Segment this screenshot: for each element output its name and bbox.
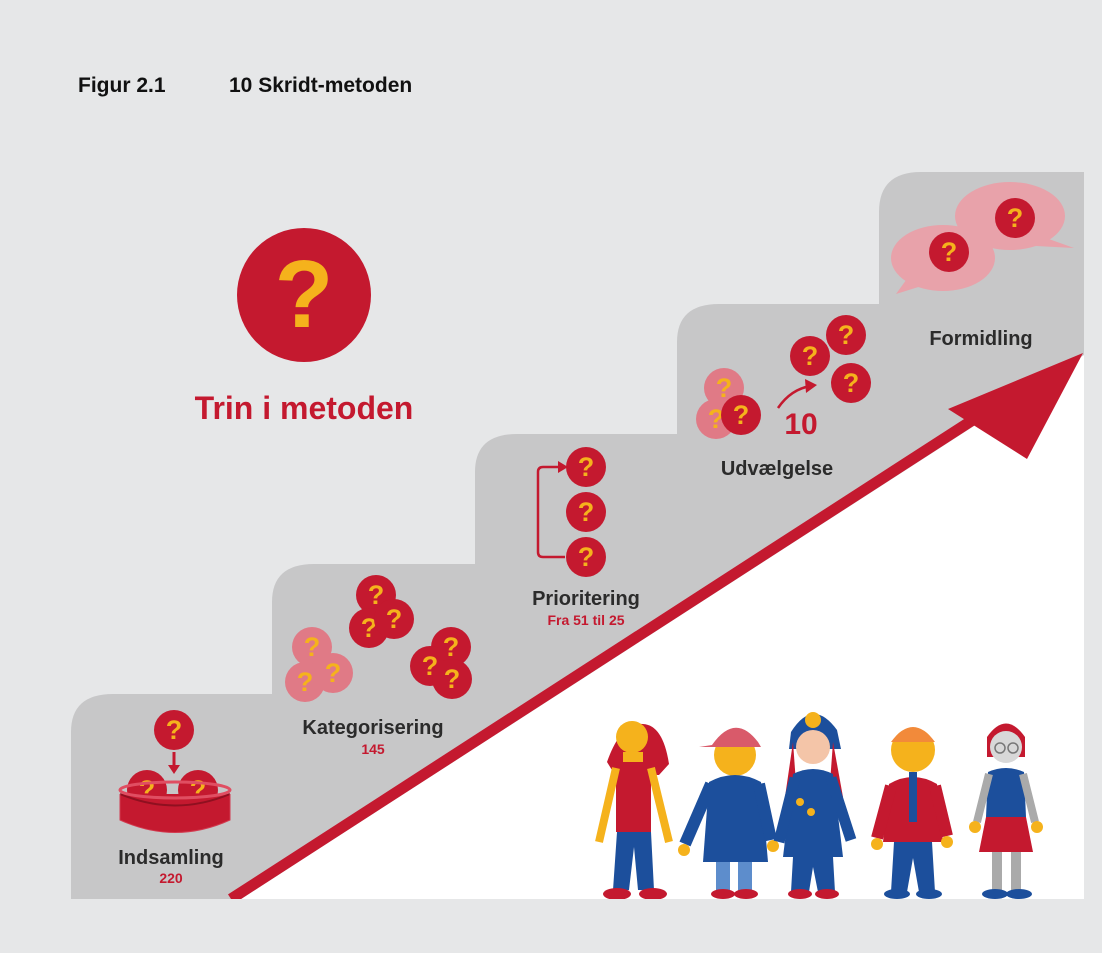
udvaelgelse-icon xyxy=(696,315,871,439)
person-icon-3 xyxy=(773,712,857,899)
step-count-udvaelgelse: 10 xyxy=(784,408,818,441)
progress-arrow-line xyxy=(228,400,999,899)
lower-white-triangle xyxy=(241,355,1084,899)
step-count-kategorisering: 145 xyxy=(361,741,385,757)
step-count-indsamling: 220 xyxy=(159,870,183,886)
speech-bubble-icon xyxy=(891,182,1074,294)
figure-number: Figur 2.1 xyxy=(78,74,166,97)
indsamling-icon xyxy=(118,710,232,833)
diagram-heading: Trin i metoden xyxy=(194,390,414,426)
figure-caption: Figur 2.1 10 Skridt-metoden xyxy=(78,74,412,98)
person-icon-4 xyxy=(871,727,953,899)
step-name-prioritering: Prioritering xyxy=(532,588,640,610)
person-icon-2 xyxy=(678,727,779,899)
question-mark-icon-large: ? xyxy=(237,228,371,362)
step-count-prioritering: Fra 51 til 25 xyxy=(547,612,625,628)
figure-title: 10 Skridt-metoden xyxy=(229,74,413,97)
person-icon-5 xyxy=(969,723,1043,899)
step-name-kategorisering: Kategorisering xyxy=(302,717,444,739)
step-name-udvaelgelse: Udvælgelse xyxy=(720,458,834,480)
progress-arrow-head xyxy=(948,353,1083,459)
person-icon-1 xyxy=(595,721,673,899)
prioritering-icon xyxy=(536,447,606,577)
svg-text:?: ? xyxy=(275,241,334,348)
step-name-indsamling: Indsamling xyxy=(118,847,224,869)
step-name-formidling: Formidling xyxy=(929,328,1033,350)
staircase-diagram: ? ? ? xyxy=(71,172,1084,899)
diagram-stage: ? ? ? xyxy=(71,172,1084,899)
